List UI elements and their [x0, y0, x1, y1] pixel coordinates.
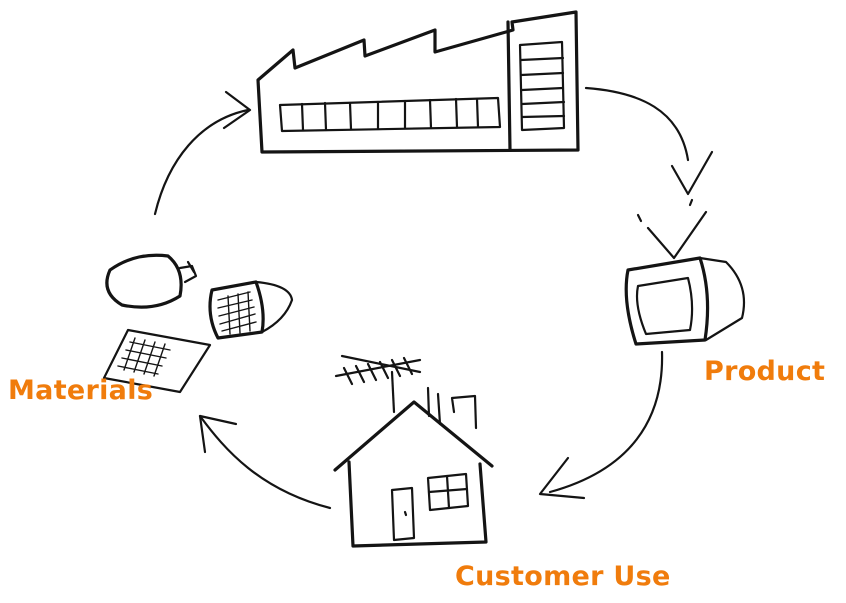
arrow-product-to-customer: [538, 350, 664, 500]
materials-label: Materials: [8, 375, 154, 406]
raw-materials-icon: [102, 253, 294, 394]
arrow-factory-to-product: [584, 86, 714, 196]
arrow-customer-to-materials: [198, 414, 332, 510]
product-label: Product: [704, 356, 826, 387]
factory-icon: [256, 10, 580, 154]
arrow-materials-to-factory: [153, 90, 252, 216]
customer-use-label: Customer Use: [455, 561, 671, 592]
television-icon: [624, 198, 746, 346]
house-icon: [333, 354, 494, 548]
